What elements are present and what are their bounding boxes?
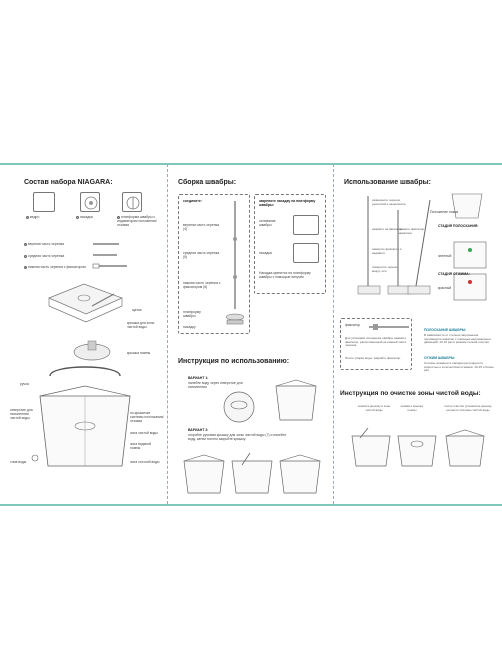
variant2-bucket-1 (183, 454, 225, 494)
rinse-title: ПОЛОСКАНИЕ ШВАБРЫ: (424, 328, 467, 332)
variant1-bucket (275, 379, 317, 421)
fold-line-1 (167, 164, 168, 504)
attach-box: закрепите насадку на платформу швабры: о… (254, 194, 326, 294)
top-position-label: Положение ножки (430, 210, 459, 214)
label-drain: слив воды (10, 460, 27, 464)
platform-icon (126, 196, 140, 210)
label-clean-zone: зона чистой воды (130, 431, 158, 435)
attach-item-2: насадка (259, 251, 272, 255)
mop-note-2: нажмите на фиксатор (372, 227, 403, 231)
squeeze-title: ОТЖИМ ШВАБРЫ: (424, 356, 456, 360)
fixer-bullet-1: Для установки положения швабры нажмите ф… (345, 336, 407, 348)
attach-base-image (293, 215, 319, 235)
panel-assembly: Сборка швабры: соедините: верхняя часть … (168, 168, 333, 500)
mop-note-1: разверните черенок рукояткой и защелкнит… (372, 198, 406, 206)
handle-rods (92, 243, 127, 269)
clean-bucket-1 (351, 427, 391, 467)
rinse-stage-label: СТАДИЯ ПОЛОСКАНИЯ: (438, 224, 479, 228)
clean-bucket-3 (445, 429, 485, 467)
green-label: зеленый (438, 254, 452, 258)
clean-step-3: после очистки установите крышку на место… (444, 404, 492, 412)
variant1-text: налейте воду через отверстие для наполне… (188, 381, 243, 389)
panel3-title: Использование швабры: (344, 179, 431, 186)
lid-illustration (48, 283, 123, 323)
mop-usage-illustration (357, 193, 487, 301)
fixer-label: фиксатор (345, 323, 360, 327)
attach-pad-image (293, 243, 319, 263)
handle-assembly-illustration (225, 201, 245, 325)
mop-note-4: поверните черенок вокруг оси (372, 265, 399, 273)
item-pad-image (80, 192, 100, 212)
label-handle: ручка (20, 382, 29, 386)
label-pump: по-крышечке системы полоскания/отжима (130, 411, 164, 423)
clean-step-2: снимите крышку помпы (400, 404, 424, 412)
connect-step-1: верхняя часть черенка (4) (183, 223, 220, 231)
panel1-title: Состав набора NIAGARA: (24, 179, 113, 186)
bucket-illustration (31, 366, 131, 467)
fold-line-2 (333, 164, 334, 504)
panel2-title: Сборка швабры: (178, 179, 237, 186)
item-platform-image (122, 192, 142, 212)
top-edge (0, 163, 502, 165)
clean-step-1: снимите крышку в зоне чистой воды (357, 404, 391, 412)
clean-title: Инструкция по очистке зоны чистой воды: (340, 390, 481, 397)
mop-note-5: нажмите фиксатор нажатием (398, 227, 425, 235)
variant1-title: ВАРИАНТ 1: (188, 376, 209, 380)
item-bucket-image (33, 192, 55, 212)
fixer-handle (369, 324, 409, 330)
variant2-bucket-3 (279, 454, 321, 494)
connect-step-2: средняя часть черенка (5) (183, 251, 220, 259)
attach-title: закрепите насадку на платформу швабры: (259, 199, 316, 207)
connect-step-5: насадку (183, 325, 196, 329)
connect-step-4: платформу швабры (183, 310, 201, 318)
label-fill-hole: отверстие для наполнения чистой воды (10, 408, 33, 420)
squeeze-stage-label: СТАДИЯ ОТЖИМА: (438, 272, 470, 276)
red-label: красный (438, 286, 452, 290)
usage-title: Инструкция по использованию: (178, 358, 290, 365)
fixer-box: фиксатор Для установки положения швабры … (340, 318, 412, 370)
connect-title: соедините: (183, 199, 202, 203)
fixer-bullet-2: После уборки воды: закройте фиксатор. (345, 356, 402, 360)
attach-item-1: основание швабры (259, 219, 276, 227)
panel-usage: Использование швабры: разверните черенок… (334, 168, 502, 500)
variant2-bucket-2 (231, 452, 273, 494)
connect-box: соедините: верхняя часть черенка (4) сре… (178, 194, 250, 334)
squeeze-text: Степень влажности насадки регулируется с… (424, 361, 494, 373)
label-waste-zone: зона сточной воды (130, 460, 160, 464)
variant2-text: откройте ручками крышку для зоны чистой … (188, 433, 287, 441)
mop-note-3: замкните фиксатор и надавите (372, 247, 402, 255)
pad-icon (84, 196, 98, 210)
rinse-text: В зависимости от степени загрязнения про… (424, 333, 491, 345)
label-lid: крышка для зоны чистой воды (127, 321, 155, 329)
label-pump-lid: крышка помпы (127, 351, 151, 355)
bottom-edge (0, 504, 502, 506)
variant2-title: ВАРИАНТ 2: (188, 428, 209, 432)
clean-bucket-2 (397, 435, 437, 467)
attach-note: Насадка крепится на платформу швабры с п… (259, 271, 311, 279)
label-dirty-zone: зона водяной помпы (130, 442, 152, 450)
label-brush: щетка (132, 308, 142, 312)
pump-lid-illustration (73, 340, 111, 361)
variant1-closeup (223, 391, 255, 423)
connect-step-3: нижняя часть черенка с фиксатором (6) (183, 281, 221, 289)
